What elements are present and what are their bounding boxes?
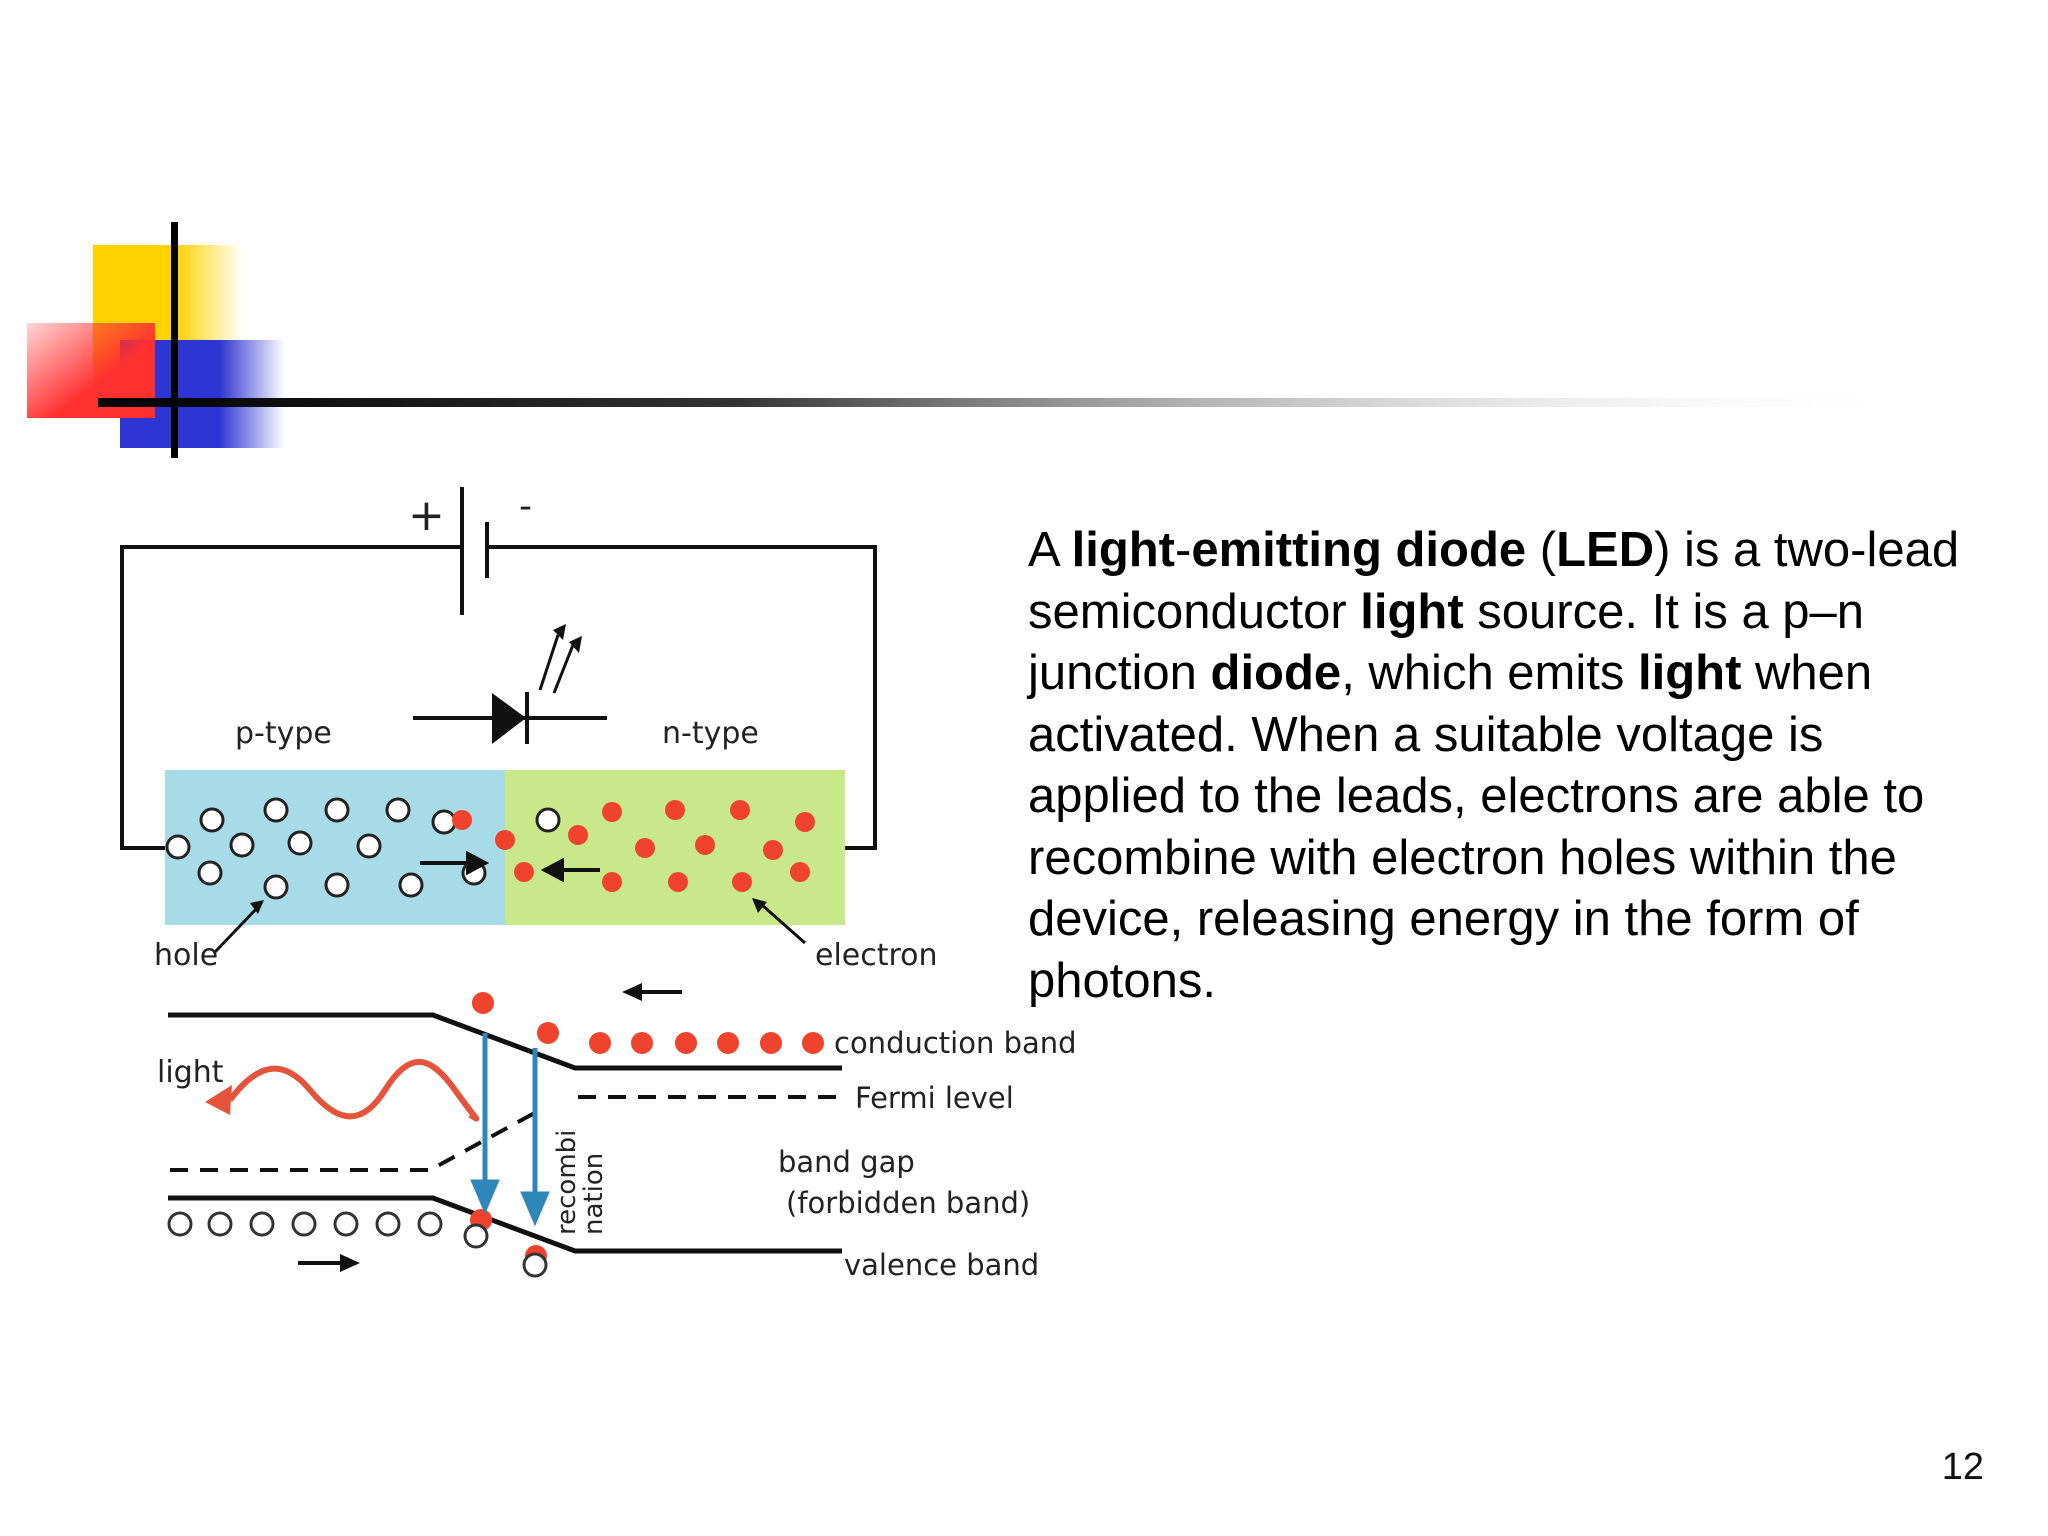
electron-particle xyxy=(730,800,750,820)
drift-arrows xyxy=(420,850,600,883)
band-electron xyxy=(589,1032,611,1054)
body-bold-run: light xyxy=(1360,584,1464,639)
hole-particle xyxy=(431,809,457,835)
electron-particle xyxy=(452,810,472,830)
hole-particle xyxy=(356,833,382,859)
accent-vertical-bar xyxy=(171,222,178,458)
valence-band-line xyxy=(168,1195,842,1254)
body-bold-run: light xyxy=(1071,523,1176,577)
electron-pointer-arrow xyxy=(752,898,806,945)
hole-particle xyxy=(535,807,561,833)
band-hole xyxy=(522,1252,548,1278)
recombination-label-2: nation xyxy=(579,1153,609,1235)
page-number: 12 xyxy=(1941,1446,1984,1488)
body-text-run: A xyxy=(1028,523,1072,577)
fermi-level-label: Fermi level xyxy=(855,1081,1014,1115)
hole-particle xyxy=(229,832,255,858)
diode-symbol-icon xyxy=(413,624,607,744)
forbidden-band-label: (forbidden band) xyxy=(786,1186,1030,1220)
title-rule xyxy=(98,398,1918,407)
hole-particle xyxy=(385,797,411,823)
band-hole xyxy=(463,1223,489,1249)
body-text-run: ) is a two-lead semiconductor xyxy=(1028,523,1960,639)
electron-particle xyxy=(790,862,810,882)
movement-arrow-right xyxy=(298,1254,360,1272)
recombination-arrows xyxy=(470,1033,550,1227)
hole-particle xyxy=(398,872,424,898)
electron-particle xyxy=(495,830,515,850)
electron-particle xyxy=(732,872,752,892)
band-electron xyxy=(675,1032,697,1054)
hole-pointer-arrow xyxy=(213,900,264,954)
electron-particle xyxy=(568,825,588,845)
n-type-label: n-type xyxy=(662,716,759,751)
valence-band-label: valence band xyxy=(844,1248,1039,1282)
body-text-run: , which emits xyxy=(1341,646,1638,700)
fermi-level-p-line xyxy=(170,1108,541,1172)
hole-particle xyxy=(199,807,225,833)
band-hole xyxy=(417,1211,443,1237)
conduction-band-label: conduction band xyxy=(834,1026,1077,1060)
electron-particle xyxy=(602,802,622,822)
recombination-label-1: recombi xyxy=(552,1130,582,1235)
body-bold-run: LED xyxy=(1556,523,1655,577)
band-electron xyxy=(631,1032,653,1054)
band-hole xyxy=(375,1211,401,1237)
hole-particle xyxy=(287,830,313,856)
body-bold-run: emitting diode xyxy=(1191,523,1527,577)
hole-particle xyxy=(165,834,191,860)
electron-particle xyxy=(514,862,534,882)
hole-particle xyxy=(263,874,289,900)
conduction-band-line xyxy=(168,1012,842,1071)
band-hole xyxy=(249,1211,275,1237)
hole-particle xyxy=(324,797,350,823)
body-bold-run: diode xyxy=(1210,646,1342,700)
light-label: light xyxy=(157,1055,224,1090)
battery-plus-label: + xyxy=(408,490,445,541)
hole-particle xyxy=(197,860,223,886)
electrons-group xyxy=(452,800,815,892)
band-electron xyxy=(802,1032,824,1054)
band-hole xyxy=(333,1211,359,1237)
electron-particle xyxy=(602,872,622,892)
band-hole xyxy=(207,1211,233,1237)
slide-body-text: A light-emitting diode (LED) is a two-le… xyxy=(1028,520,1988,1012)
electron-particle xyxy=(665,800,685,820)
hole-particle xyxy=(324,872,350,898)
band-electron xyxy=(717,1032,739,1054)
light-wave-icon xyxy=(205,1058,480,1122)
n-type-region xyxy=(505,770,845,925)
hole-particle xyxy=(263,797,289,823)
body-text-run: source. It is a p–n junction xyxy=(1028,584,1865,701)
battery-icon xyxy=(460,487,489,615)
p-type-region xyxy=(165,770,505,925)
electron-particle xyxy=(795,812,815,832)
body-text-run: - xyxy=(1175,523,1192,577)
electron-particle xyxy=(668,872,688,892)
band-electron xyxy=(472,992,494,1014)
band-gap-label: band gap xyxy=(778,1145,915,1179)
body-text-run: when activated. When a suitable voltage … xyxy=(1028,646,1925,1008)
electron-particle xyxy=(695,835,715,855)
band-hole xyxy=(167,1211,193,1237)
electron-particle xyxy=(635,838,655,858)
hole-label: hole xyxy=(154,938,218,973)
electron-label: electron xyxy=(815,938,938,973)
body-bold-run: light xyxy=(1638,646,1742,700)
band-electrons-group xyxy=(470,992,824,1267)
electron-particle xyxy=(763,840,783,860)
band-holes-group xyxy=(167,1211,548,1278)
band-hole xyxy=(291,1211,317,1237)
circuit-wire xyxy=(120,545,877,850)
battery-minus-label: - xyxy=(519,486,532,527)
movement-arrow-left xyxy=(622,983,682,1001)
band-electron xyxy=(760,1032,782,1054)
p-type-label: p-type xyxy=(235,716,332,751)
band-electron xyxy=(537,1022,559,1044)
body-text-run: ( xyxy=(1526,523,1557,577)
holes-group xyxy=(165,797,561,900)
